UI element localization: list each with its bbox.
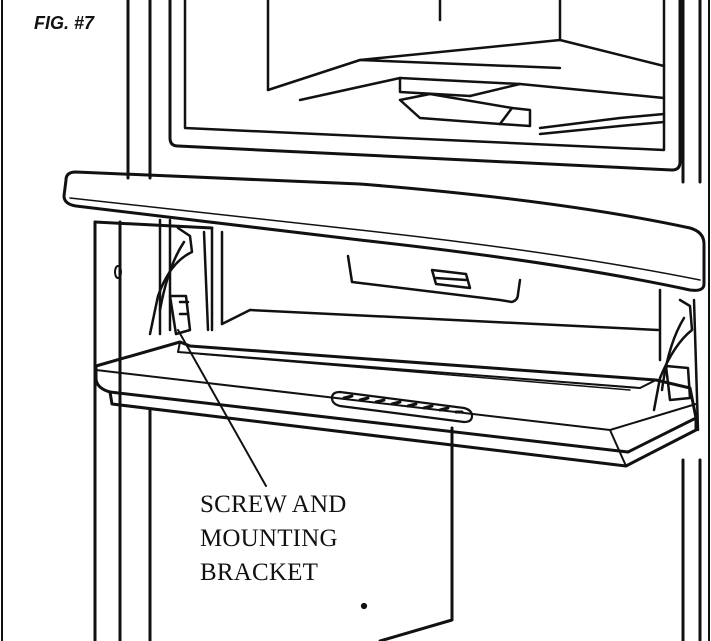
firebox-interior: [266, 0, 666, 136]
callout-leader-line: [177, 329, 267, 487]
front-trim-rail: [62, 170, 706, 292]
ash-opening: [210, 228, 662, 362]
left-mounting-bracket: [148, 218, 210, 336]
callout-line-1: SCREW AND: [200, 491, 347, 518]
callout-label: SCREW AND MOUNTING BRACKET: [200, 488, 347, 590]
ash-drawer: [94, 340, 698, 468]
figure-number-label: FIG. #7: [34, 13, 95, 33]
callout-line-3: BRACKET: [200, 559, 319, 586]
drawer-handle: [330, 390, 474, 424]
upper-door-frame: [126, 0, 702, 184]
callout-line-2: MOUNTING: [200, 525, 338, 552]
lower-cabinet: [93, 220, 702, 641]
